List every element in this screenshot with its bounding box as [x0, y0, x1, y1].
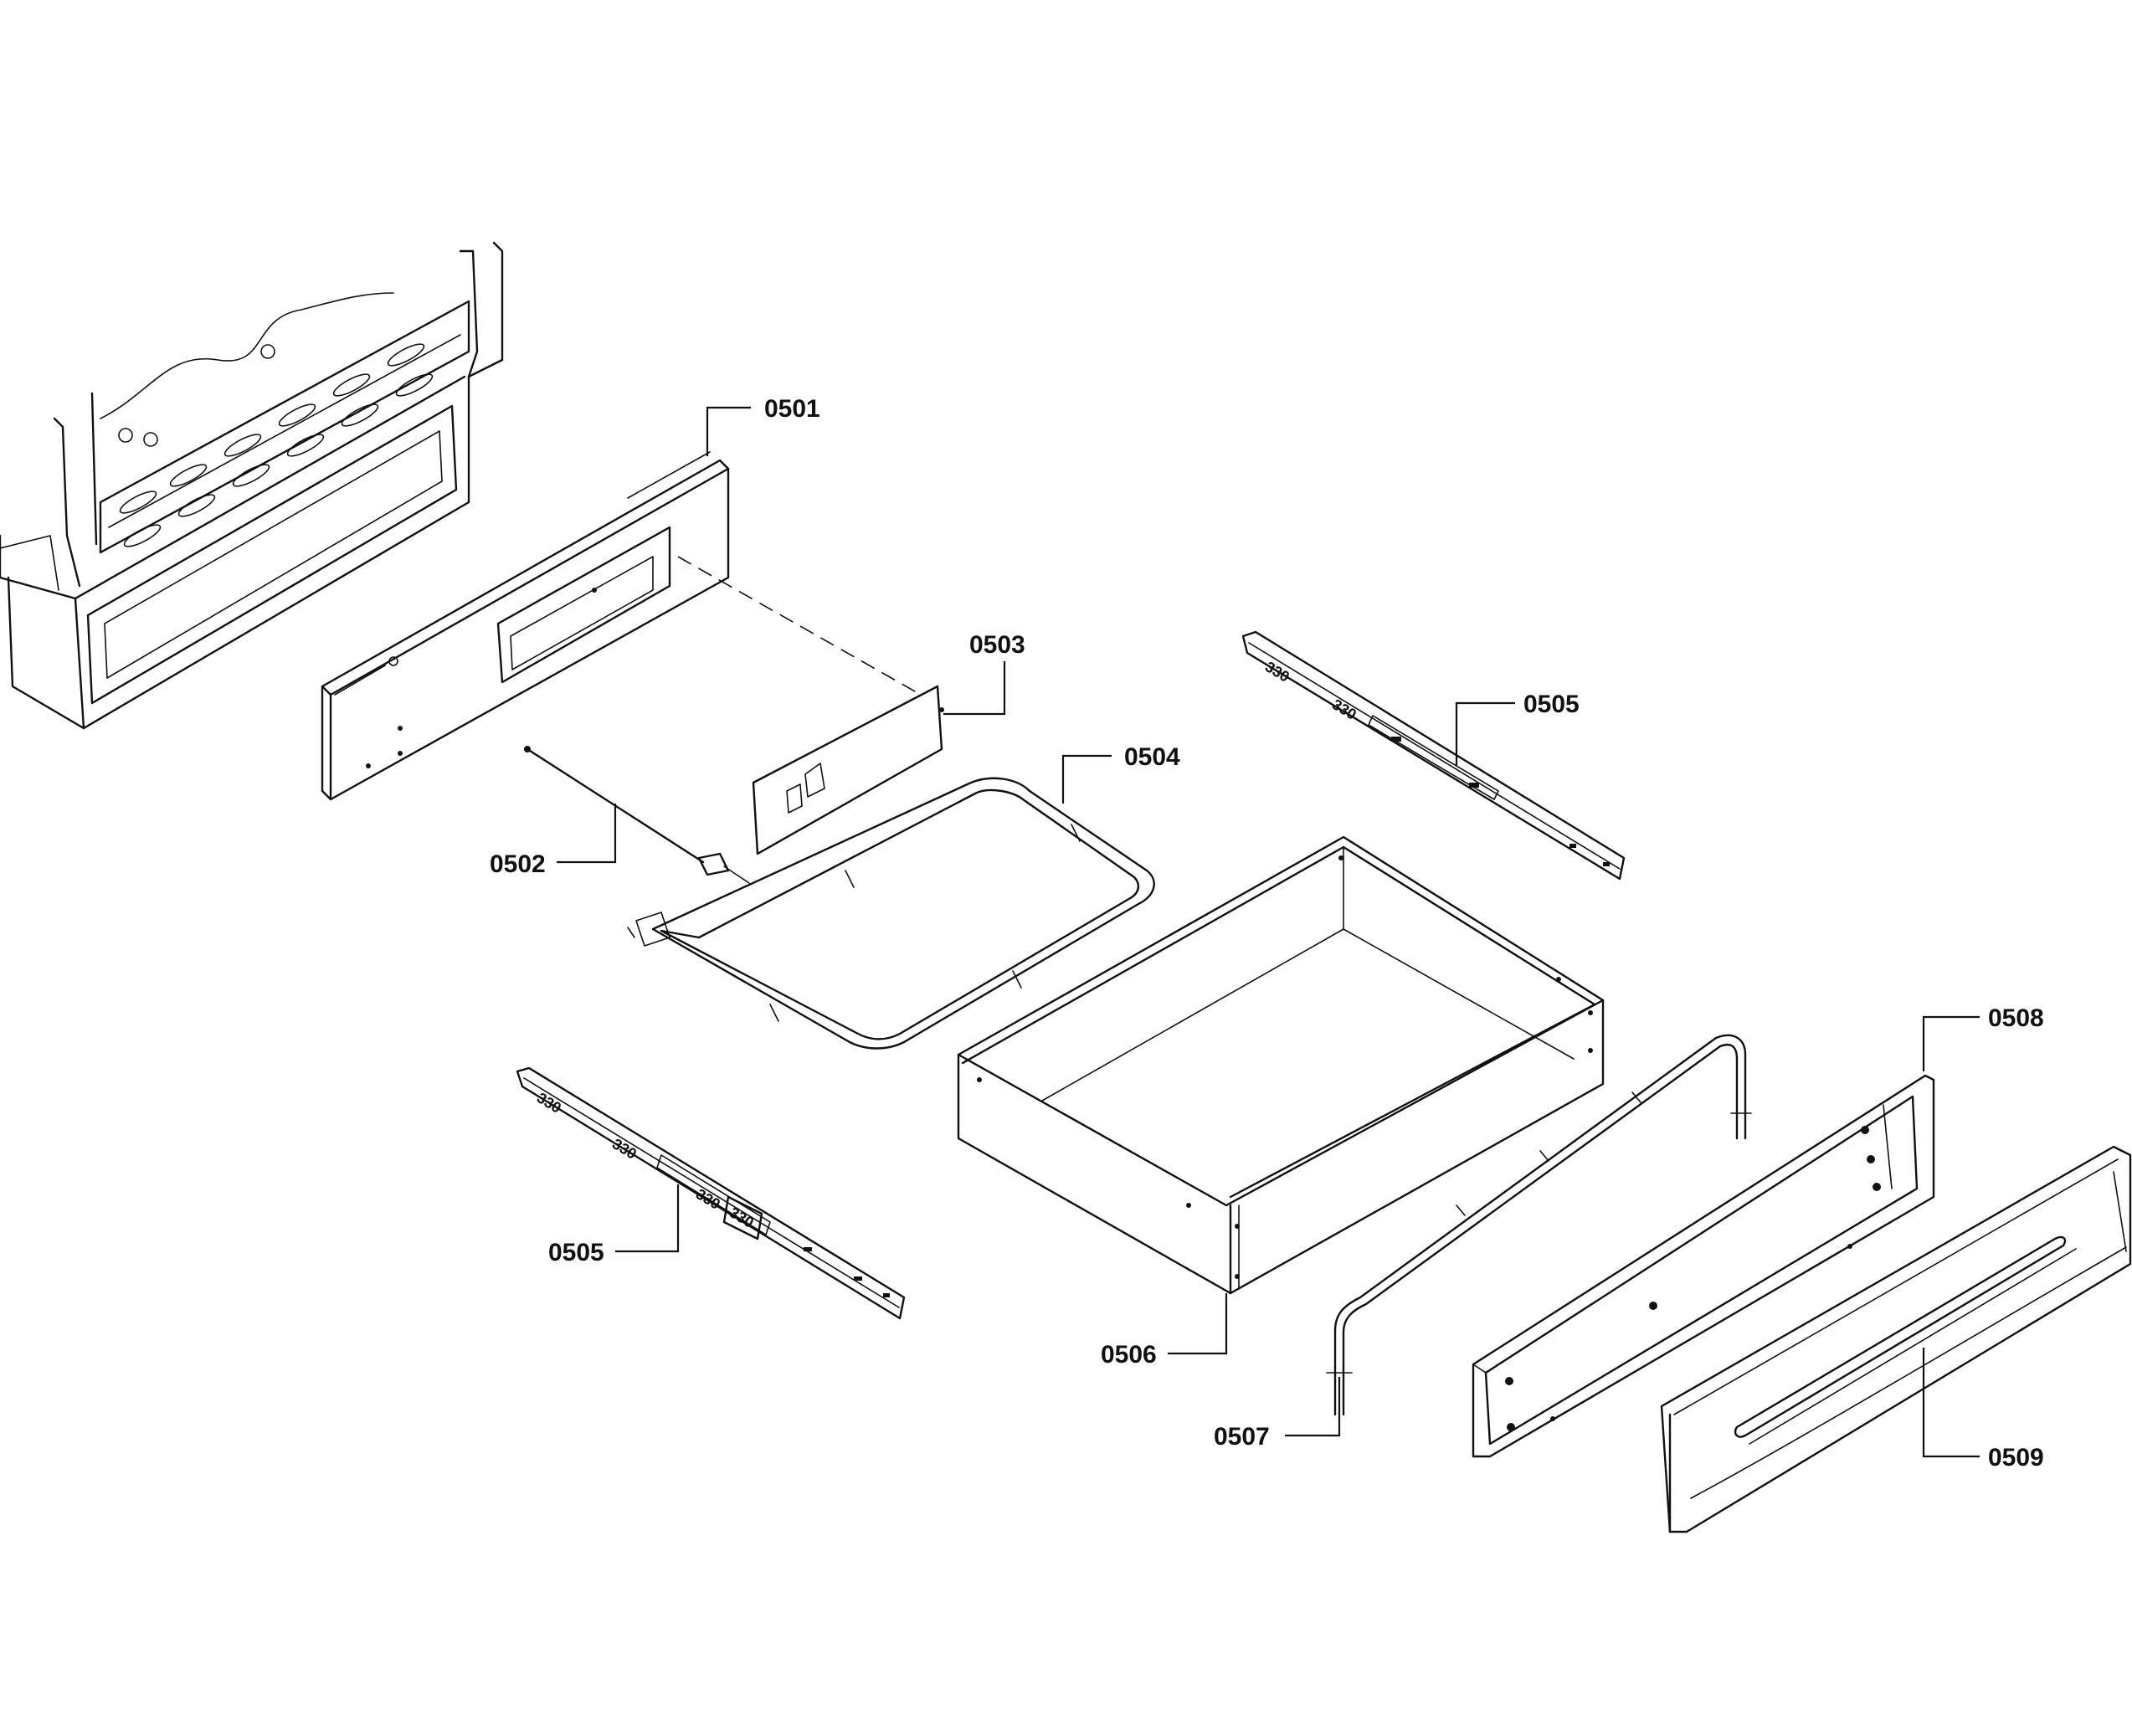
leader-0509	[1922, 1348, 1980, 1458]
part-0506-drawer	[957, 835, 1605, 1295]
callout-0506: 0506	[1101, 1341, 1157, 1369]
callout-0508: 0508	[1988, 1004, 2044, 1032]
callout-0501: 0501	[764, 395, 820, 423]
vent-slots	[119, 343, 434, 547]
leader-0501	[706, 406, 751, 456]
leader-0508	[1922, 1015, 1980, 1071]
leader-lines	[557, 406, 1980, 1458]
part-0501-panel	[321, 451, 730, 801]
callout-0503: 0503	[969, 631, 1025, 659]
callout-0507: 0507	[1214, 1423, 1270, 1451]
svg-text:330: 330	[609, 1135, 640, 1163]
leader-0505-upper	[1455, 701, 1515, 766]
part-0505-slide-upper: 330 330	[1241, 630, 1626, 881]
svg-text:330: 330	[1262, 658, 1292, 686]
callout-labels: 0501 0502 0503 0504 0505 0505 0506 0507 …	[490, 395, 2044, 1471]
callout-0502: 0502	[490, 850, 546, 878]
callout-0505-upper: 0505	[1523, 691, 1580, 718]
leader-0506	[1168, 1293, 1228, 1355]
leader-0505-lower	[615, 1184, 680, 1253]
part-0503-plate	[752, 685, 944, 855]
part-0509-outer-panel	[1660, 1145, 2132, 1533]
alignment-dashed-line	[677, 556, 922, 696]
part-0507-trim	[1326, 1034, 1752, 1416]
callout-0504: 0504	[1124, 743, 1180, 771]
leader-0502	[557, 804, 617, 864]
callout-0509: 0509	[1988, 1444, 2044, 1471]
leader-0507	[1285, 1377, 1341, 1437]
svg-text:330: 330	[534, 1089, 564, 1117]
range-body-frame	[0, 241, 504, 730]
part-0505-slide-lower: 330 330 330 330	[516, 1066, 906, 1320]
callout-0505-lower: 0505	[548, 1239, 604, 1266]
leader-0503	[943, 661, 1006, 716]
svg-text:330: 330	[693, 1185, 723, 1213]
leader-0504	[1061, 754, 1112, 804]
part-0504-element	[627, 777, 1155, 1050]
part-0508-inner-panel	[1472, 1074, 1935, 1458]
